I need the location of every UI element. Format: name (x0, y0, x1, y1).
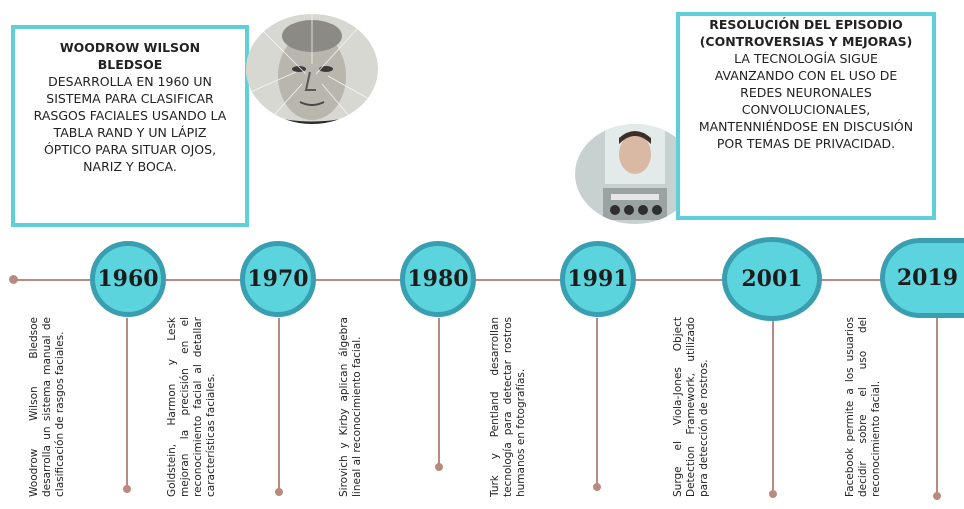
bledsoe-portrait (246, 14, 378, 124)
stem-dot-1960 (123, 485, 131, 493)
stem-1980 (438, 318, 440, 466)
neural-face-portrait (575, 124, 695, 224)
stem-1960 (126, 318, 128, 488)
stem-2019 (936, 318, 938, 494)
stem-dot-1970 (275, 488, 283, 496)
year-node-1980: 1980 (400, 241, 476, 317)
bledsoe-card-body: DESARROLLA EN 1960 UN SISTEMA PARA CLASI… (33, 74, 227, 174)
stem-1991 (596, 318, 598, 485)
timeline-start-dot (9, 275, 18, 284)
stem-2001 (772, 318, 774, 492)
resolution-card-title: RESOLUCIÓN DEL EPISODIO (CONTROVERSIAS Y… (699, 17, 913, 49)
bledsoe-card: WOODROW WILSON BLEDSOE DESARROLLA EN 196… (11, 25, 249, 227)
event-text-2019: Facebook permite a los usuarios decidir … (844, 317, 882, 497)
year-node-2019: 2019 (880, 238, 964, 318)
year-node-1970: 1970 (240, 241, 316, 317)
event-text-2001: Surge el Viola-Jones Object Detection Fr… (672, 317, 710, 497)
timeline-line (14, 279, 964, 281)
year-node-1991: 1991 (560, 241, 636, 317)
stem-dot-1980 (435, 463, 443, 471)
event-text-1991: Turk y Pentland desarrollan tecnología p… (489, 317, 527, 497)
event-text-1980: Sirovich y Kirby aplican álgebra lineal … (338, 317, 363, 497)
stem-dot-1991 (593, 483, 601, 491)
event-text-1970: Goldstein, Harmon y Lesk mejoran la prec… (166, 317, 217, 497)
event-text-1960: Woodrow Wilson Bledsoe desarrolla un sis… (28, 317, 66, 497)
bledsoe-card-title: WOODROW WILSON BLEDSOE (59, 40, 201, 72)
stem-1970 (278, 318, 280, 490)
resolution-card-body: LA TECNOLOGÍA SIGUE AVANZANDO CON EL USO… (698, 51, 914, 151)
stem-dot-2001 (769, 490, 777, 498)
year-node-2001: 2001 (722, 237, 822, 321)
resolution-card: RESOLUCIÓN DEL EPISODIO (CONTROVERSIAS Y… (676, 12, 936, 220)
stem-dot-2019 (933, 492, 941, 500)
year-node-1960: 1960 (90, 241, 166, 317)
